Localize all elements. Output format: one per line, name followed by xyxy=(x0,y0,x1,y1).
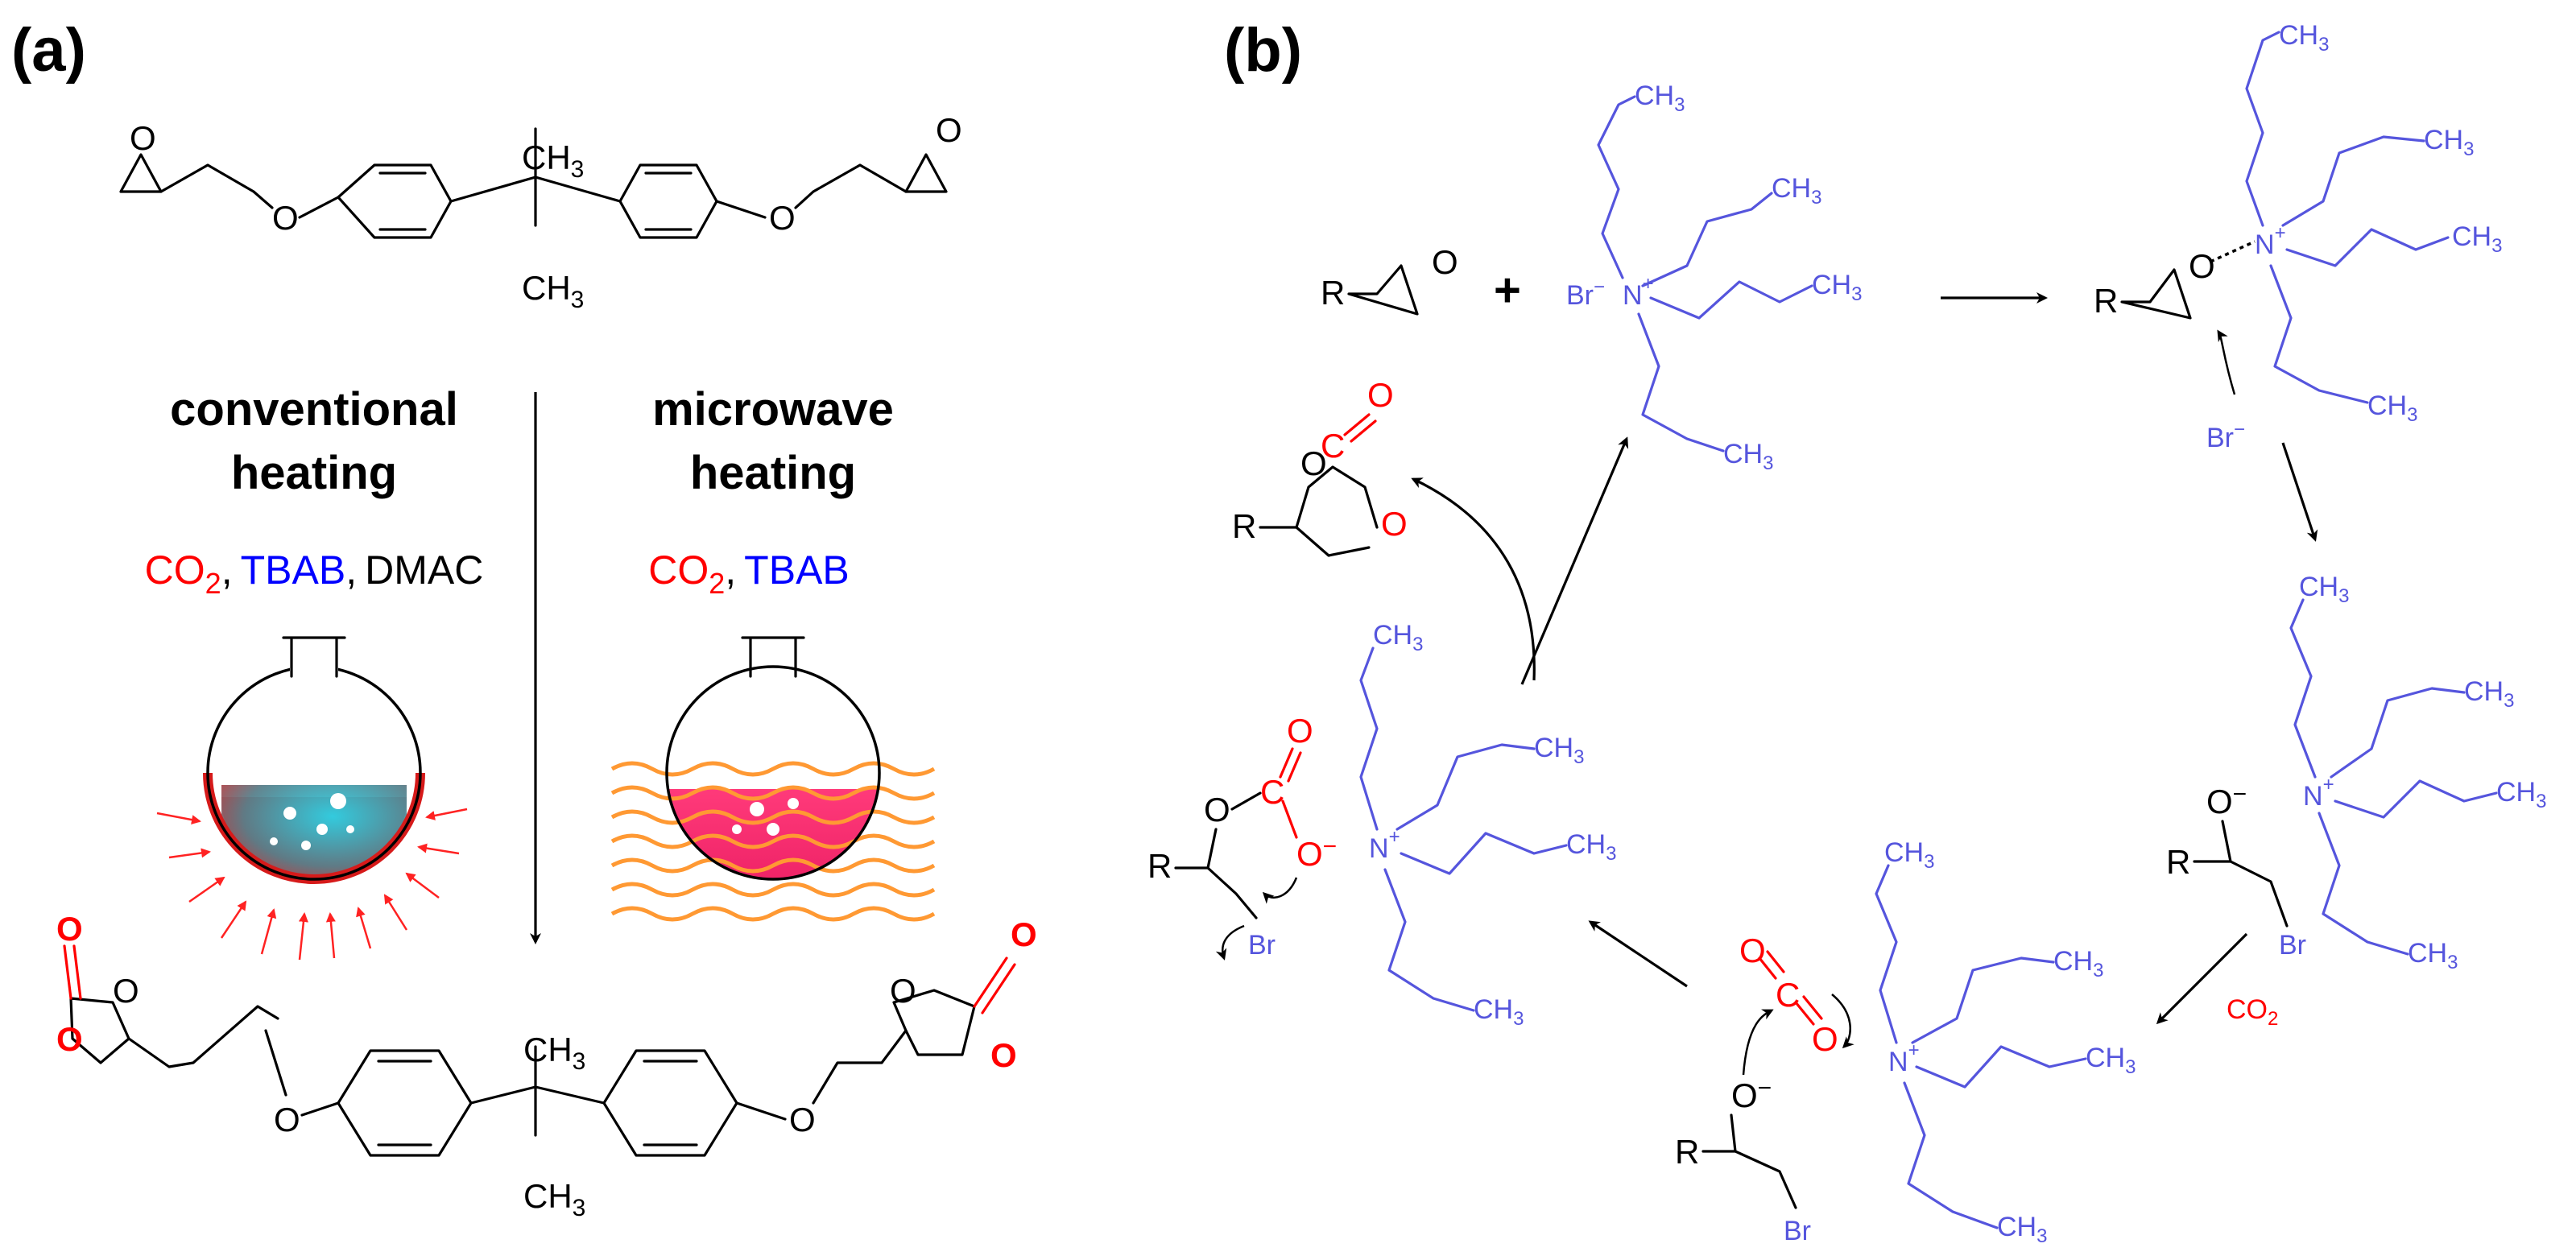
atom-o-ring-right-2: O xyxy=(990,1036,1017,1074)
ch3-carbonate-1: CH3 xyxy=(1373,620,1423,655)
ch3-top-1: CH3 xyxy=(1635,81,1685,116)
atom-o-carbonyl-left: O xyxy=(56,910,83,948)
microwave-flask-icon xyxy=(610,636,936,922)
ch3-alkoxide-2: CH3 xyxy=(2464,676,2514,712)
atom-o-ring-right-1: O xyxy=(890,972,916,1010)
cyclic-carbonate-product: O O O O CH3 CH3 O O O O xyxy=(56,910,1037,1221)
atom-o-anion: O− xyxy=(1296,833,1337,873)
atom-o-epoxide-b: O xyxy=(1432,243,1458,281)
atom-o-carbonyl-right: O xyxy=(1011,915,1037,953)
nitrogen-complex: N+ xyxy=(2255,222,2286,260)
atom-o-ether-bottom-left: O xyxy=(274,1101,300,1138)
ch3-complex-4: CH3 xyxy=(2367,390,2417,426)
microwave-reagents: CO2,TBAB xyxy=(648,547,850,600)
tbab-top: Br− N+ CH3 CH3 CH3 CH3 xyxy=(1566,81,1862,474)
atom-o-ether-bottom-right: O xyxy=(789,1101,816,1138)
atom-o-epoxide-left: O xyxy=(130,119,156,157)
ch3-carbonate-2: CH3 xyxy=(1534,733,1584,768)
atom-ch3-bottom-top: CH3 xyxy=(523,1031,585,1075)
co2-insertion-intermediate: R O− Br O C O N+ CH3 CH3 CH3 CH3 xyxy=(1675,837,2136,1247)
atom-o-alkoxide: O− xyxy=(2206,781,2247,820)
atom-c-product: C xyxy=(1321,427,1345,465)
atom-o-co2-2: O xyxy=(1812,1020,1838,1058)
microwave-heading-line2: heating xyxy=(690,447,856,499)
atom-o-carbonate-anion: O xyxy=(1204,791,1230,828)
bromine-insertion: Br xyxy=(1784,1216,1811,1246)
atom-o-ring-left-1: O xyxy=(113,972,139,1010)
atom-r-product: R xyxy=(1232,507,1256,545)
plus-sign: + xyxy=(1494,264,1521,316)
cyclic-carbonate-product-b: R O C O O xyxy=(1232,376,1408,557)
bromide-complex: Br− xyxy=(2206,419,2245,453)
arrow-step-4 xyxy=(1588,920,1688,988)
nitrogen-carbonate-anion: N+ xyxy=(1369,826,1400,864)
nitrogen-alkoxide: N+ xyxy=(2303,774,2334,812)
arrow-step-3 xyxy=(2156,932,2248,1025)
atom-r-insertion: R xyxy=(1675,1133,1699,1171)
ch3-top-3: CH3 xyxy=(1812,270,1862,305)
ch3-top-4: CH3 xyxy=(1723,439,1773,474)
arrow-step-5-regenerate xyxy=(1520,436,1629,685)
atom-o-product-carbonyl: O xyxy=(1367,376,1394,414)
atom-o-insertion: O− xyxy=(1731,1075,1772,1114)
atom-o-co2-1: O xyxy=(1739,932,1766,969)
co2-label: CO2 xyxy=(2227,994,2278,1030)
atom-o-ether-left: O xyxy=(272,199,299,237)
atom-c-co2: C xyxy=(1776,976,1800,1014)
conventional-heading-line2: heating xyxy=(231,447,397,499)
bromine-alkoxide: Br xyxy=(2279,930,2306,961)
atom-o-product-ring-2: O xyxy=(1381,505,1408,543)
panel-b-label: (b) xyxy=(1224,16,1302,85)
ch3-insertion-4: CH3 xyxy=(1997,1212,2047,1247)
ch3-top-2: CH3 xyxy=(1772,173,1821,209)
atom-o-product-ring-1: O xyxy=(1300,444,1327,482)
epoxide-reactant: R O xyxy=(1321,243,1458,316)
ch3-complex-2: CH3 xyxy=(2424,125,2474,160)
atom-ch3-bottom-bottom: CH3 xyxy=(523,1177,585,1221)
ch3-insertion-1: CH3 xyxy=(1884,837,1934,873)
atom-r-alkoxide: R xyxy=(2166,843,2190,881)
arrow-step-2 xyxy=(2281,442,2318,542)
conventional-flask-icon xyxy=(156,636,468,961)
microwave-heading-line1: microwave xyxy=(652,383,894,436)
nitrogen-insertion: N+ xyxy=(1888,1039,1920,1077)
alkoxide-intermediate: R O− Br N+ CH3 CH3 CH3 CH3 xyxy=(2166,572,2546,973)
activated-epoxide-complex: R O N+ CH3 CH3 CH3 CH3 Br− xyxy=(2094,20,2502,453)
ch3-alkoxide-4: CH3 xyxy=(2408,938,2458,973)
panel-a: (a) O O CH3 CH3 O O xyxy=(11,16,1037,1221)
ch3-carbonate-3: CH3 xyxy=(1566,829,1616,865)
ch3-complex-3: CH3 xyxy=(2452,221,2502,257)
bromide-top: Br− xyxy=(1566,276,1605,311)
ch3-insertion-3: CH3 xyxy=(2086,1043,2136,1078)
atom-o-complex: O xyxy=(2189,247,2215,285)
atom-o-carbonyl-anion: O xyxy=(1287,712,1313,750)
bromine-carbonate-anion: Br xyxy=(1248,930,1276,961)
arrow-step-5-product xyxy=(1411,477,1536,681)
atom-r-epoxide: R xyxy=(1321,274,1345,312)
atom-o-ether-right: O xyxy=(769,199,796,237)
panel-b: (b) R O + Br− N+ CH3 CH3 CH3 CH3 R O xyxy=(1147,16,2546,1247)
atom-r-complex: R xyxy=(2094,282,2118,320)
ch3-alkoxide-3: CH3 xyxy=(2496,777,2546,812)
atom-ch3-bottom: CH3 xyxy=(522,269,584,313)
atom-o-epoxide-right: O xyxy=(936,111,962,149)
atom-o-ring-left-2: O xyxy=(56,1020,83,1058)
badge-structure: O O CH3 CH3 O O xyxy=(119,111,962,313)
conventional-heading-line1: conventional xyxy=(170,383,458,436)
panel-a-label: (a) xyxy=(11,16,86,85)
atom-c-carbonate-anion: C xyxy=(1260,773,1284,811)
ch3-insertion-2: CH3 xyxy=(2053,946,2103,981)
ch3-alkoxide-1: CH3 xyxy=(2299,572,2349,607)
atom-ch3-top: CH3 xyxy=(522,138,584,183)
atom-r-carbonate-anion: R xyxy=(1147,847,1172,885)
conventional-reagents: CO2,TBAB,DMAC xyxy=(145,547,484,600)
ch3-complex-1: CH3 xyxy=(2279,20,2329,56)
nitrogen-top: N+ xyxy=(1623,273,1654,311)
carbonate-anion-intermediate: R O C O O− Br N+ CH3 CH3 CH3 CH3 xyxy=(1147,620,1616,1030)
ch3-carbonate-4: CH3 xyxy=(1474,994,1524,1030)
